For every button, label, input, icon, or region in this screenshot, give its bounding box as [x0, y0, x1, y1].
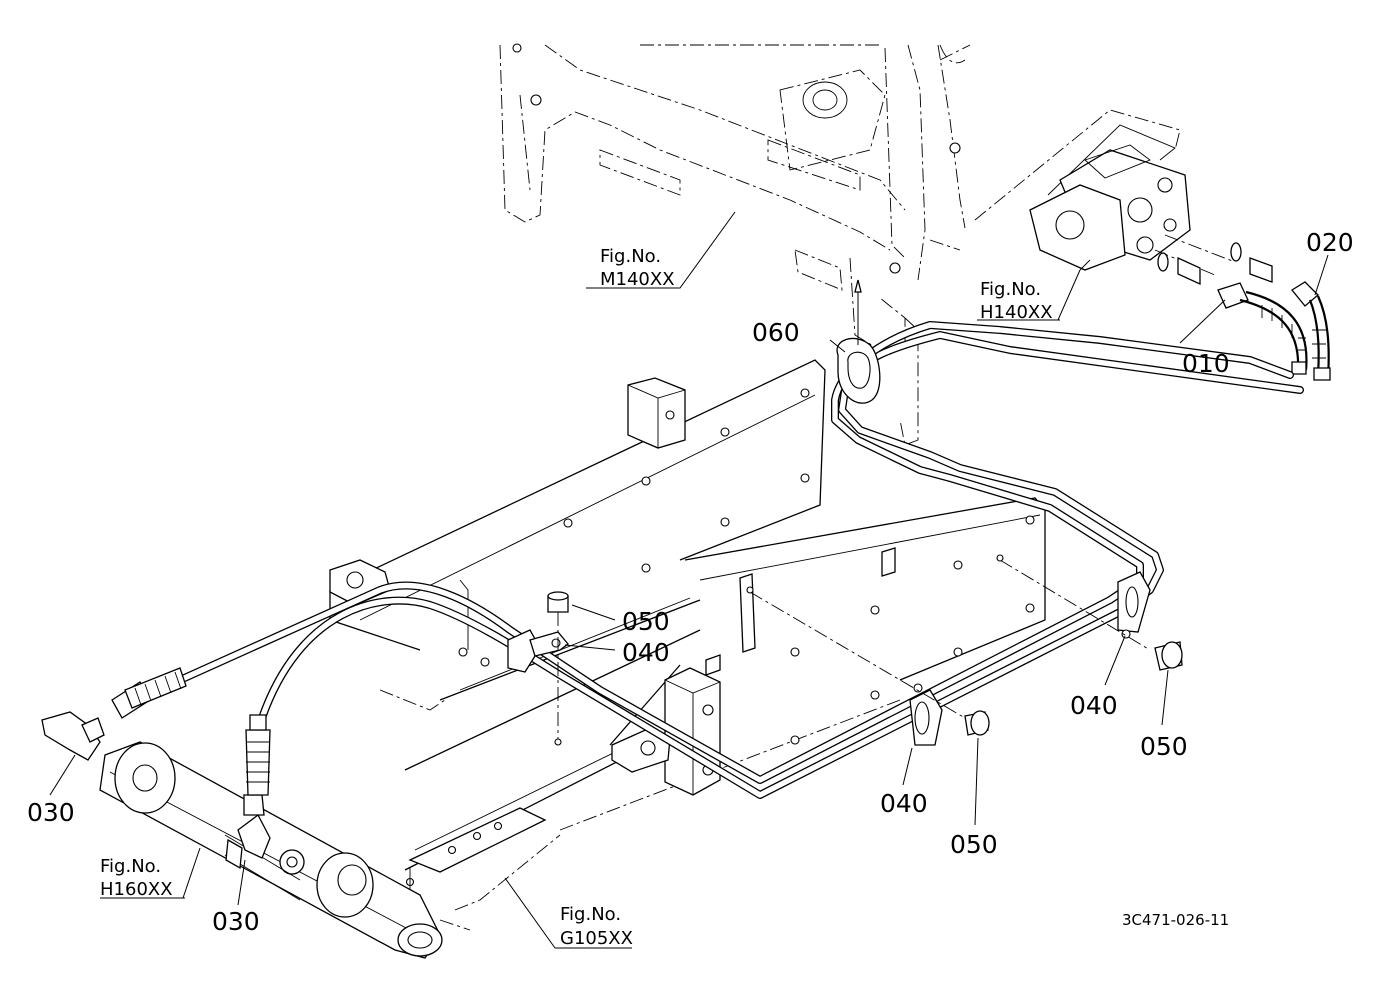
pump-phantom [974, 109, 1191, 271]
callout-050-center: 050 [622, 607, 670, 636]
figref-m140-line1: Fig.No. [600, 246, 661, 267]
grommet-060 [836, 279, 881, 404]
callout-030-bottom: 030 [212, 907, 260, 936]
leader-lines [49, 211, 1329, 949]
pump-hoses [1239, 290, 1331, 381]
figref-g105-line2: G105XX [560, 928, 633, 949]
callout-050-right: 050 [1140, 732, 1188, 761]
drawing-code: 3C471-026-11 [1122, 911, 1229, 929]
hydraulic-cylinder [99, 741, 443, 959]
base-frame [329, 359, 1046, 931]
figref-h160-line2: H160XX [100, 879, 173, 900]
figref-m140-line2: M140XX [600, 269, 675, 290]
callout-010: 010 [1182, 349, 1230, 378]
bolts-050 [547, 554, 1183, 746]
figref-g105-line1: Fig.No. [560, 904, 621, 925]
callout-050-lower: 050 [950, 830, 998, 859]
callout-040-right: 040 [1070, 691, 1118, 720]
pump-fittings [1154, 234, 1319, 309]
callout-060: 060 [752, 318, 800, 347]
figref-h140-line1: Fig.No. [980, 279, 1041, 300]
figref-h140-line2: H140XX [980, 302, 1053, 323]
fittings-030 [41, 667, 271, 859]
callout-020: 020 [1306, 228, 1354, 257]
clamps-040 [507, 571, 1151, 746]
callout-040-center: 040 [622, 638, 670, 667]
upper-frame-phantom [499, 43, 971, 446]
figref-h160-line1: Fig.No. [100, 856, 161, 877]
callout-040-lower: 040 [880, 789, 928, 818]
callout-030-left: 030 [27, 798, 75, 827]
